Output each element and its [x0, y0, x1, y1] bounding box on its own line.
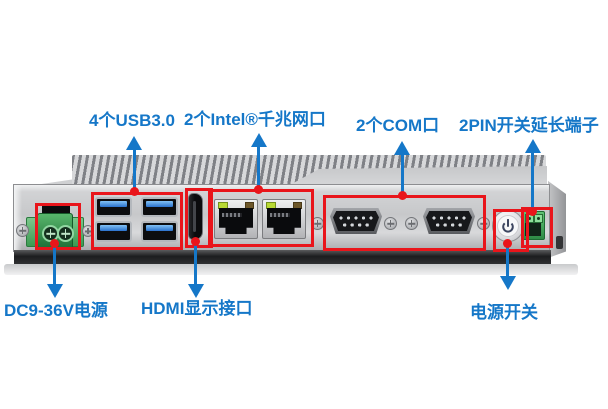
lan-port-2 [262, 199, 306, 239]
db9-standoff-screw [405, 217, 418, 230]
arrow-up-icon [251, 133, 267, 147]
callout-box-power [493, 209, 529, 252]
usb3-port-3 [95, 221, 132, 242]
arrow-stem [531, 151, 534, 211]
arrow-up-icon [525, 139, 541, 153]
callout-box-2pin [521, 207, 553, 248]
com-port-2 [423, 208, 475, 234]
label-lan: 2个Intel®千兆网口 [184, 110, 326, 129]
arrow-up-icon [126, 136, 142, 150]
chassis-bottom-edge [14, 250, 551, 264]
hdmi-slot [193, 201, 196, 232]
lan-port-1 [214, 199, 258, 239]
hdmi-port [188, 193, 203, 240]
callout-box-dc [35, 203, 81, 250]
chassis-shadow [4, 264, 578, 275]
db9-pins [333, 211, 379, 231]
label-usb: 4个USB3.0 [89, 111, 175, 130]
label-power: 电源开关 [470, 303, 538, 322]
2pin-screw-2 [534, 214, 543, 223]
label-hdmi: HDMI显示接口 [141, 299, 253, 318]
usb3-port-1 [95, 197, 132, 217]
rj45-contacts [270, 213, 290, 217]
dc-pin-2 [57, 225, 74, 242]
arrow-up-icon [394, 141, 410, 155]
arrow-down-icon [500, 276, 516, 290]
callout-dot-usb [130, 187, 139, 196]
usb3-port-2 [141, 197, 178, 217]
side-connector-nub [556, 236, 563, 249]
callout-dot-hdmi [191, 237, 200, 246]
power-icon [502, 219, 514, 233]
label-com: 2个COM口 [356, 116, 440, 135]
front-panel-bevel [14, 185, 22, 251]
arrow-stem [133, 148, 136, 192]
usb-tongue [100, 201, 127, 207]
arrow-stem [506, 243, 509, 277]
callout-box-com [323, 195, 486, 251]
callout-box-hdmi [185, 188, 213, 248]
arrow-down-icon [188, 284, 204, 298]
arrow-stem [401, 153, 404, 196]
arrow-stem [257, 145, 260, 190]
usb3-port-4 [141, 221, 178, 242]
arrow-stem [194, 241, 197, 285]
db9-standoff-screw [384, 217, 397, 230]
panel-screw [16, 224, 29, 237]
com-port-1 [330, 208, 382, 234]
2pin-terminal-inner [525, 222, 541, 236]
usb-tongue [100, 225, 127, 231]
usb-tongue [146, 225, 173, 231]
db9-pins [426, 211, 472, 231]
callout-box-usb [91, 192, 183, 250]
callout-dot-lan [254, 185, 263, 194]
callout-box-lan [208, 189, 314, 247]
callout-dot-com [398, 191, 407, 200]
arrow-stem [53, 243, 56, 285]
callout-dot-power [503, 239, 512, 248]
callout-dot-dc [50, 239, 59, 248]
label-2pin: 2PIN开关延长端子 [459, 116, 599, 135]
arrow-down-icon [47, 284, 63, 298]
callout-dot-2pin [528, 207, 537, 216]
label-dc: DC9-36V电源 [4, 301, 108, 320]
usb-tongue [146, 201, 173, 207]
chassis-top-plate [288, 166, 547, 186]
rj45-contacts [222, 213, 242, 217]
